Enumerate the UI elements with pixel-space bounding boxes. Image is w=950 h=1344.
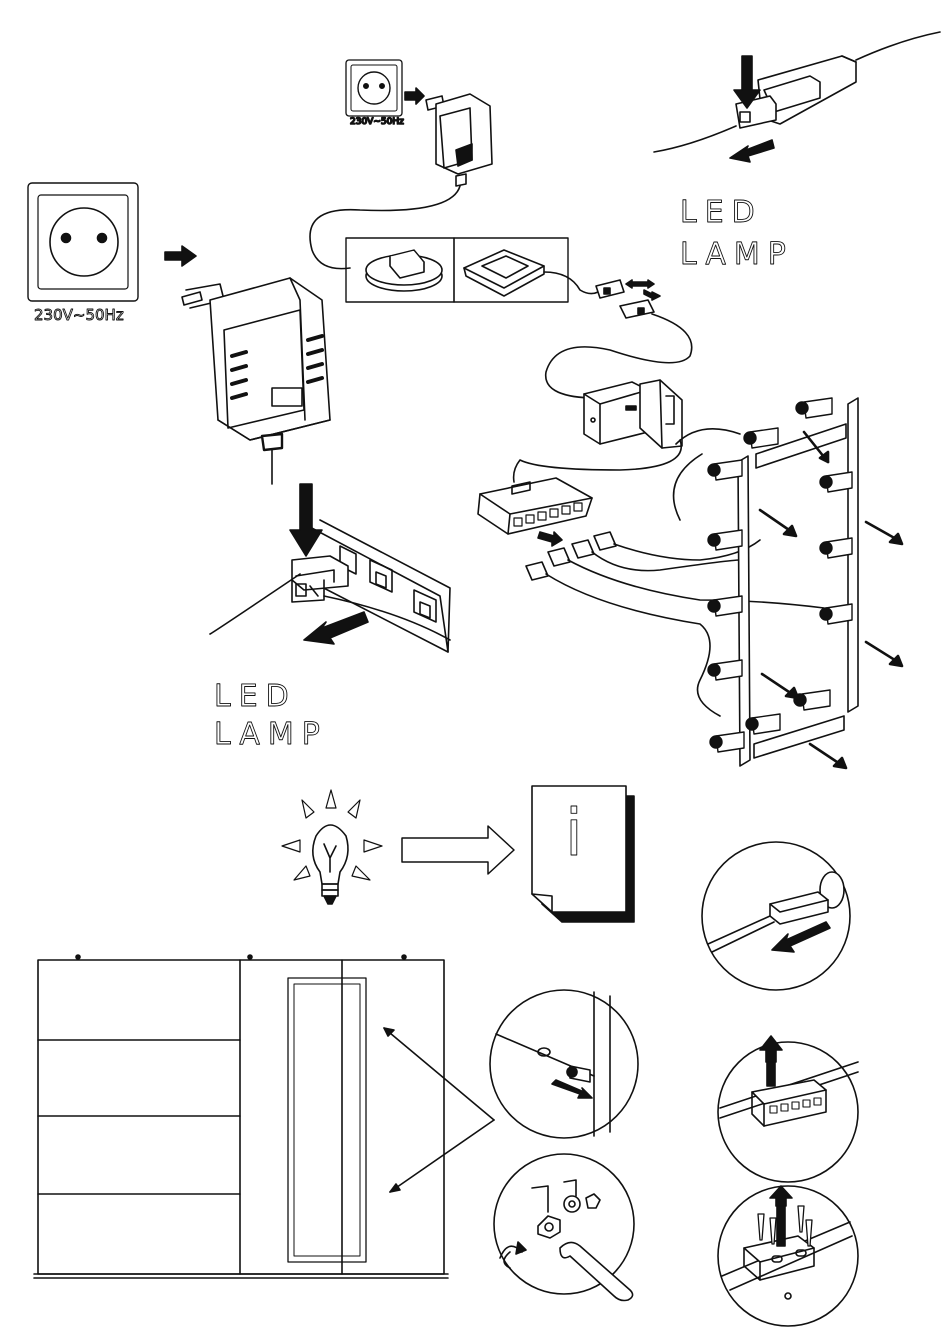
- cable-to-hub: [514, 440, 682, 482]
- hub-out-arrow: [538, 532, 562, 546]
- switch-options-box: [346, 238, 568, 302]
- voltage-label-small: 230V~50Hz: [350, 117, 404, 127]
- press-down-arrow-left: [290, 484, 322, 556]
- refer-to-info-arrow: [402, 826, 514, 874]
- double-arrow-connector: [626, 280, 654, 288]
- wardrobe-front: [34, 955, 494, 1278]
- cables-to-panel: [546, 540, 824, 716]
- plug-in-arrow-small: [405, 88, 424, 104]
- voltage-label-large: 230V~50Hz: [34, 306, 124, 324]
- pull-out-arrow-left: [304, 612, 368, 644]
- wall-socket-large: 230V~50Hz: [28, 183, 138, 324]
- wall-socket-small: 230V~50Hz: [346, 60, 404, 127]
- detail-circle-hub-screws: [718, 1186, 858, 1326]
- connector-detail-right: [654, 32, 940, 152]
- distributor-block: [584, 380, 682, 448]
- mirror-panel: [738, 398, 858, 766]
- detail-circle-hub-lift: [718, 1036, 858, 1182]
- led-lamp-label-right: LED LAMP: [680, 195, 794, 272]
- power-adapter-large: [182, 278, 330, 484]
- info-document-icon: i: [532, 786, 634, 922]
- power-adapter-small: [426, 94, 492, 186]
- plug-in-arrow-large: [165, 246, 196, 266]
- led-label-right: LED: [680, 195, 763, 230]
- detail-circle-nut-fixing: [494, 1154, 634, 1301]
- led-lamp-label-left: LED LAMP: [214, 679, 328, 752]
- lamp-label-left: LAMP: [214, 717, 328, 752]
- lamp-label-right: LAMP: [680, 237, 794, 272]
- detail-circle-bolt-insert: [490, 990, 638, 1138]
- cable-switch-to-connector: [544, 272, 598, 294]
- led-label-left: LED: [214, 679, 297, 714]
- info-letter: i: [565, 797, 583, 871]
- multi-port-hub: [478, 478, 592, 534]
- detail-circle-cable-pull: [702, 842, 850, 990]
- light-bulb-icon: [282, 790, 382, 904]
- pull-out-arrow-right: [730, 140, 774, 162]
